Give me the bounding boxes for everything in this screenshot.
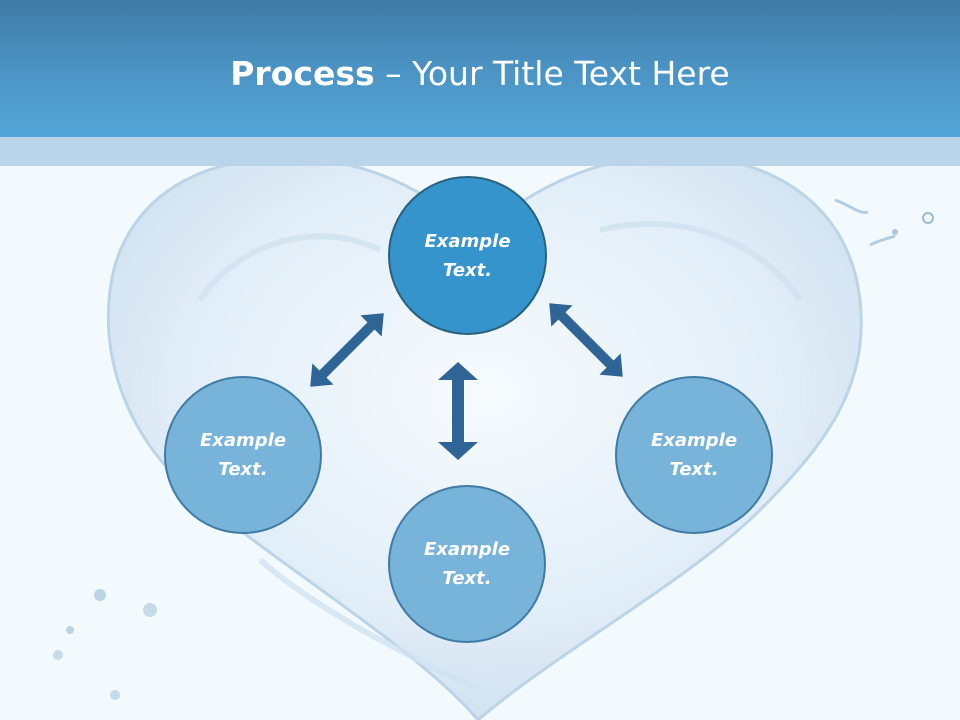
node-text-line: Example bbox=[423, 539, 511, 560]
water-droplet bbox=[143, 603, 157, 617]
water-droplet bbox=[53, 650, 63, 660]
arrow-center-bottom bbox=[438, 362, 478, 460]
process-node-right[interactable]: Example Text. bbox=[615, 376, 773, 534]
water-droplet bbox=[892, 229, 898, 235]
process-node-bottom-text: Example Text. bbox=[407, 535, 527, 593]
node-text-line: Text. bbox=[442, 259, 493, 281]
slide-title[interactable]: Process – Your Title Text Here bbox=[0, 52, 960, 96]
node-text-line: Text. bbox=[218, 459, 268, 480]
title-bold: Process bbox=[230, 54, 375, 93]
node-text-line: Example bbox=[199, 430, 287, 451]
node-text-line: Example bbox=[650, 430, 738, 451]
process-node-bottom[interactable]: Example Text. bbox=[388, 485, 546, 643]
process-node-left[interactable]: Example Text. bbox=[164, 376, 322, 534]
heart-inner-ripple bbox=[197, 220, 803, 693]
title-rest: – Your Title Text Here bbox=[374, 54, 730, 93]
water-droplet bbox=[66, 626, 74, 634]
arrow-center-right bbox=[549, 303, 623, 377]
arrow-center-left bbox=[310, 313, 384, 387]
water-droplet bbox=[110, 690, 120, 700]
title-bar bbox=[0, 0, 960, 137]
node-text-line: Text. bbox=[442, 568, 492, 589]
node-text-line: Example bbox=[424, 230, 511, 252]
water-droplet bbox=[922, 212, 934, 224]
process-node-center-text: Example Text. bbox=[408, 227, 528, 285]
water-droplet bbox=[94, 589, 106, 601]
process-node-right-text: Example Text. bbox=[634, 426, 754, 484]
process-node-left-text: Example Text. bbox=[183, 426, 303, 484]
process-node-center[interactable]: Example Text. bbox=[388, 176, 547, 335]
title-underline-strip bbox=[0, 137, 960, 166]
node-text-line: Text. bbox=[669, 459, 719, 480]
